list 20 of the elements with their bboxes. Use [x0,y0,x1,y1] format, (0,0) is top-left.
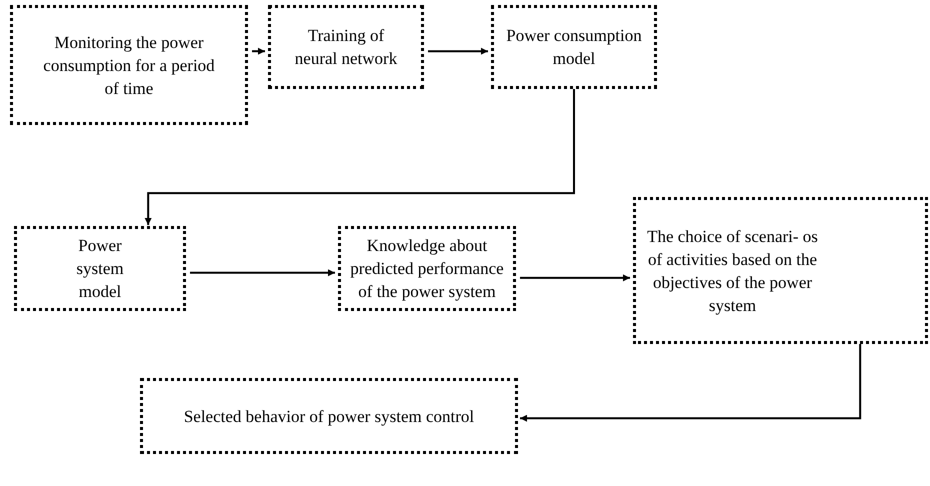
process-box [140,378,518,454]
box-text: Power system model [75,235,125,303]
arrow [144,89,575,225]
box-text: Knowledge about predicted performance of the power system [349,235,505,303]
box-text: Monitoring the power consumption for a period of time [42,32,216,100]
process-box [491,5,657,89]
process-box [633,197,928,344]
process-box [10,5,248,125]
box-text: The choice of scenari- os of activities based on the objectives of the power system [646,226,819,316]
arrow [190,269,335,276]
box-text: Selected behavior of power system control [184,406,474,428]
arrow [252,48,265,55]
arrow [520,344,862,422]
process-box [14,226,186,311]
process-box [338,226,516,311]
box-text: Training of neural network [294,25,398,70]
box-text: Power consumption model [505,25,643,70]
arrow [520,274,630,282]
process-box [268,5,424,89]
arrow [428,48,488,55]
